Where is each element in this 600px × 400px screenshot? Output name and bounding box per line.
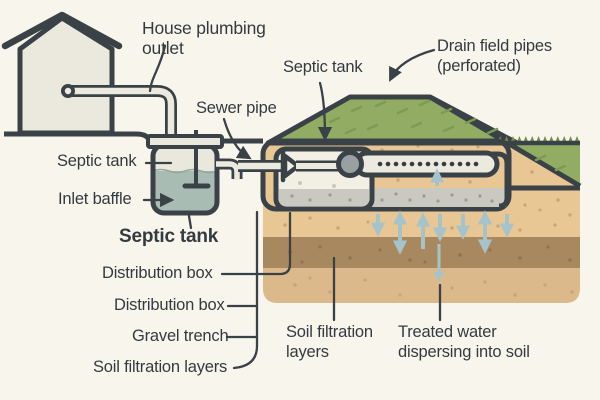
leader-drain-field xyxy=(389,48,436,82)
leader-septic-tank-main xyxy=(187,214,193,230)
leader-distribution-box-upper xyxy=(220,211,292,276)
leader-lines xyxy=(142,44,442,370)
leader-house-plumbing xyxy=(148,44,167,93)
mound-shape xyxy=(265,94,520,146)
label-septic-tank-buried: Septic tank xyxy=(283,58,363,76)
house-roof xyxy=(1,11,123,50)
pipe-perforations xyxy=(377,161,479,167)
soil-speckles-lower xyxy=(293,276,574,297)
label-inlet-baffle: Inlet baffle xyxy=(58,190,132,208)
label-distribution-box-lower: Distribution box xyxy=(114,296,225,314)
inlet-baffle-pipe xyxy=(182,147,211,189)
house-body xyxy=(17,15,115,136)
tank-lid xyxy=(146,134,224,149)
sewer-pipe xyxy=(216,158,284,180)
label-soil-filtration-left: Soil filtration layers xyxy=(93,358,228,376)
soil-lower-band xyxy=(263,268,580,303)
distribution-box-junction xyxy=(336,150,364,178)
label-gravel-trench: Gravel trench xyxy=(132,327,229,345)
water-dispersal-arrows xyxy=(370,168,515,283)
leader-septic-tank-buried xyxy=(317,81,333,142)
drain-pipe-elbow xyxy=(492,151,510,209)
mound-grass-texture xyxy=(328,99,567,172)
house xyxy=(1,11,123,136)
leader-soil-filtration-left xyxy=(232,210,259,370)
label-soil-filtration-right: Soil filtration layers xyxy=(286,323,373,361)
distribution-assembly xyxy=(280,149,500,183)
label-sewer-pipe: Sewer pipe xyxy=(196,99,277,117)
label-septic-tank-main: Septic tank xyxy=(119,226,219,247)
buried-tank-outline xyxy=(273,146,375,212)
label-septic-tank-side: Septic tank xyxy=(57,152,137,170)
buried-tank-gravel xyxy=(279,189,369,206)
label-distribution-box-upper: Distribution box xyxy=(102,264,213,282)
leader-sewer-pipe xyxy=(222,117,252,160)
label-drain-field-pipes: Drain field pipes (perforated) xyxy=(437,37,552,75)
label-treated-water: Treated water dispersing into soil xyxy=(398,323,530,361)
tank-water xyxy=(153,171,217,213)
house-plumbing-pipe xyxy=(61,84,177,141)
label-house-plumbing-outlet: House plumbing outlet xyxy=(142,18,266,58)
inlet-funnel xyxy=(282,153,301,179)
